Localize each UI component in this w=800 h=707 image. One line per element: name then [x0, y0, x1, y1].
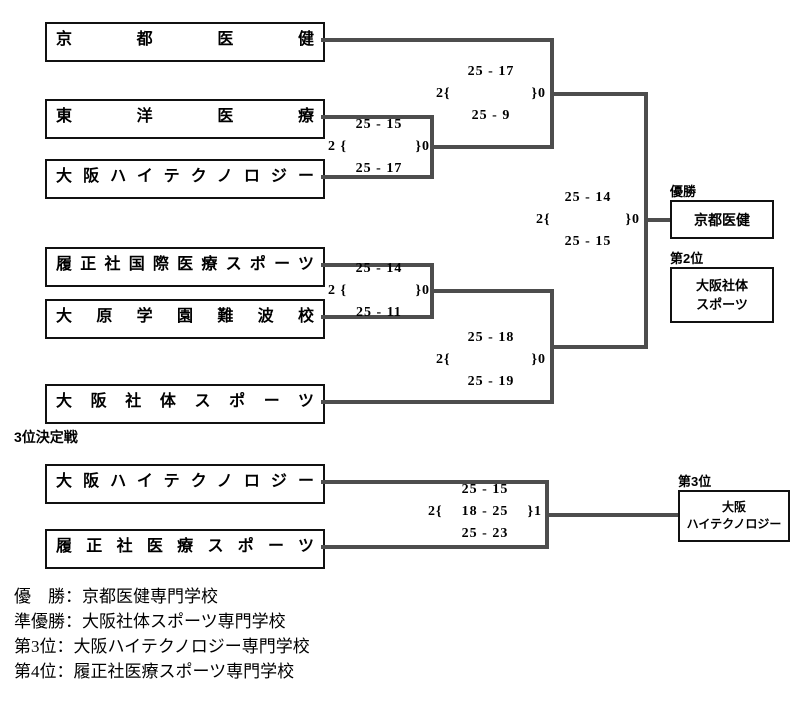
team-box-kyoto-iken: 京都医健: [45, 22, 325, 62]
team-name: 京都医健: [56, 31, 314, 48]
bracket-line-horizontal: [321, 175, 434, 179]
set-score: 25 - 18: [467, 330, 515, 345]
third-place-name-line2: ハイテクノロジー: [686, 517, 782, 531]
standings-line-third: 第3位：大阪ハイテクノロジー専門学校: [14, 637, 310, 656]
bracket-line-horizontal: [644, 218, 672, 222]
team-name: 履正社医療スポーツ: [56, 538, 314, 555]
team-name: 履正社国際医療スポーツ: [56, 256, 314, 273]
set-score: 25 - 15: [564, 234, 612, 249]
bracket-line-horizontal: [321, 480, 549, 484]
sets-won-right: }1: [527, 504, 542, 519]
match-score-third-place: 25 - 15 2{ 18 - 25 }1 25 - 23: [428, 479, 542, 545]
sets-won-right: }0: [415, 283, 430, 298]
sets-won-left: 2 {: [328, 283, 348, 298]
team-box-riseisha-kokusai: 履正社国際医療スポーツ: [45, 247, 325, 287]
match-result-row: 2{ }0: [436, 349, 546, 371]
third-place-match-label: 3位決定戦: [14, 429, 78, 445]
champion-box: 京都医健: [670, 200, 774, 239]
team-box-osaka-shatai-sports: 大阪社体スポーツ: [45, 384, 325, 424]
standings-line-fourth: 第4位：履正社医療スポーツ専門学校: [14, 662, 295, 681]
sets-won-right: }0: [531, 352, 546, 367]
match-result-row: 2{ 18 - 25 }1: [428, 501, 542, 523]
final-standings: 優 勝：京都医健専門学校 準優勝：大阪社体スポーツ専門学校 第3位：大阪ハイテク…: [14, 584, 310, 684]
sets-won-right: }0: [625, 212, 640, 227]
bracket-line-horizontal: [545, 513, 682, 517]
bracket-line-horizontal: [550, 92, 648, 96]
sets-won-left: 2{: [436, 352, 451, 367]
team-box-ohara-namba: 大原学園難波校: [45, 299, 325, 339]
set-score: 25 - 9: [471, 108, 511, 123]
set-score: 25 - 15: [355, 117, 403, 132]
team-name: 大阪ハイテクノロジー: [56, 168, 314, 185]
bracket-line-horizontal: [321, 115, 434, 119]
set-score: 25 - 14: [564, 190, 612, 205]
sets-won-left: 2{: [536, 212, 551, 227]
team-box-toyo-iryo: 東洋医療: [45, 99, 325, 139]
champion-label: 優勝: [670, 184, 697, 199]
match-result-row: 2{ }0: [436, 83, 546, 105]
third-place-name-line1: 大阪: [721, 500, 746, 514]
team-box-riseisha-iryo: 履正社医療スポーツ: [45, 529, 325, 569]
match-result-row: 2 { }0: [328, 136, 430, 158]
team-name: 大原学園難波校: [56, 308, 314, 325]
set-score: 25 - 14: [355, 261, 403, 276]
match-score-quarter-top: 25 - 15 2 { }0 25 - 17: [328, 114, 430, 180]
team-name: 大阪社体スポーツ: [56, 393, 314, 410]
sets-won-right: }0: [531, 86, 546, 101]
second-place-label: 第2位: [670, 251, 704, 266]
second-place-box: 大阪社体 スポーツ: [670, 267, 774, 323]
second-place-name-line1: 大阪社体: [695, 278, 748, 293]
standings-line-runner-up: 準優勝：大阪社体スポーツ専門学校: [14, 612, 286, 631]
team-box-osaka-hightech-3rd: 大阪ハイテクノロジー: [45, 464, 325, 504]
sets-won-left: 2{: [428, 504, 443, 519]
sets-won-left: 2 {: [328, 139, 348, 154]
third-place-label: 第3位: [678, 474, 712, 489]
bracket-line-horizontal: [321, 38, 554, 42]
bracket-line-horizontal: [321, 315, 434, 319]
bracket-line-horizontal: [430, 145, 554, 149]
match-result-row: 2 { }0: [328, 280, 430, 302]
set-score: 25 - 11: [356, 305, 402, 320]
bracket-line-horizontal: [550, 345, 648, 349]
team-name: 大阪ハイテクノロジー: [56, 473, 314, 490]
standings-line-champion: 優 勝：京都医健専門学校: [14, 587, 218, 606]
second-place-name-line2: スポーツ: [696, 297, 748, 312]
team-name: 東洋医療: [56, 108, 314, 125]
bracket-line-horizontal: [321, 263, 434, 267]
match-score-quarter-bottom: 25 - 14 2 { }0 25 - 11: [328, 258, 430, 324]
set-score: 25 - 23: [461, 526, 509, 541]
bracket-line-horizontal: [430, 289, 554, 293]
sets-won-left: 2{: [436, 86, 451, 101]
set-score: 25 - 17: [467, 64, 515, 79]
bracket-line-horizontal: [321, 545, 549, 549]
set-score: 25 - 17: [355, 161, 403, 176]
set-score: 25 - 15: [461, 482, 509, 497]
match-result-row: 2{ }0: [536, 209, 640, 231]
champion-name: 京都医健: [694, 211, 750, 228]
bracket-line-horizontal: [321, 400, 554, 404]
team-box-osaka-hightech: 大阪ハイテクノロジー: [45, 159, 325, 199]
third-place-box: 大阪 ハイテクノロジー: [678, 490, 790, 542]
match-score-semi-bottom: 25 - 18 2{ }0 25 - 19: [436, 327, 546, 393]
sets-won-right: }0: [415, 139, 430, 154]
match-score-final: 25 - 14 2{ }0 25 - 15: [536, 187, 640, 253]
set-score: 25 - 19: [467, 374, 515, 389]
set-score-middle: 18 - 25: [461, 504, 509, 519]
match-score-semi-top: 25 - 17 2{ }0 25 - 9: [436, 61, 546, 127]
